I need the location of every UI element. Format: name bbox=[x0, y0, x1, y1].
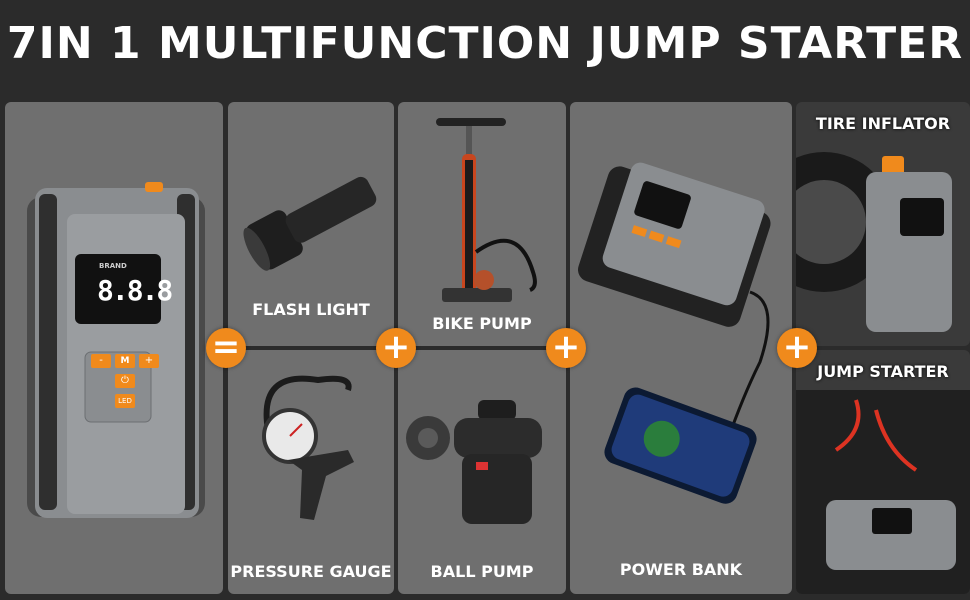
jump-starter-device-image bbox=[27, 182, 205, 518]
device-display-readout: 8.8.8 bbox=[97, 274, 173, 307]
device-power-icon: ⏻ bbox=[115, 374, 135, 388]
ball-pump-panel: BALL PUMP bbox=[398, 350, 566, 594]
flash-light-label: FLASH LIGHT bbox=[252, 300, 370, 319]
plus-operator: + bbox=[777, 328, 817, 368]
flash-light-panel: FLASH LIGHT bbox=[228, 102, 394, 346]
device-led-button: LED bbox=[115, 394, 135, 408]
device-minus-button: - bbox=[91, 354, 111, 368]
pressure-gauge-icon bbox=[262, 375, 354, 520]
ball-pump-label: BALL PUMP bbox=[430, 562, 534, 581]
main-device-panel: BRAND 8.8.8 - M + ⏻ LED bbox=[5, 102, 223, 594]
bike-pump-panel: BIKE PUMP bbox=[398, 102, 566, 346]
device-brand-label: BRAND bbox=[99, 262, 127, 270]
flashlight-icon bbox=[243, 176, 377, 271]
power-bank-image bbox=[578, 162, 771, 504]
page-title: 7IN 1 MULTIFUNCTION JUMP STARTER bbox=[6, 18, 964, 69]
tire-inflator-label: TIRE INFLATOR bbox=[815, 114, 951, 133]
tire-inflator-panel: TIRE INFLATOR bbox=[796, 102, 970, 346]
tire-inflator-image bbox=[796, 152, 952, 332]
pressure-gauge-panel: PRESSURE GAUGE bbox=[228, 350, 394, 594]
bike-pump-label: BIKE PUMP bbox=[432, 314, 532, 333]
plus-operator: + bbox=[376, 328, 416, 368]
device-plus-button: + bbox=[139, 354, 159, 368]
power-bank-label: POWER BANK bbox=[619, 560, 743, 579]
jump-starter-image bbox=[796, 390, 970, 594]
pressure-gauge-label: PRESSURE GAUGE bbox=[230, 562, 392, 581]
equals-operator: = bbox=[206, 328, 246, 368]
power-bank-panel: POWER BANK bbox=[570, 102, 792, 594]
device-mode-button: M bbox=[115, 354, 135, 368]
jump-starter-label: JUMP STARTER bbox=[817, 362, 949, 381]
jump-starter-panel: JUMP STARTER bbox=[796, 350, 970, 594]
bike-pump-icon bbox=[436, 118, 537, 302]
ball-pump-icon bbox=[406, 400, 542, 524]
plus-operator: + bbox=[546, 328, 586, 368]
